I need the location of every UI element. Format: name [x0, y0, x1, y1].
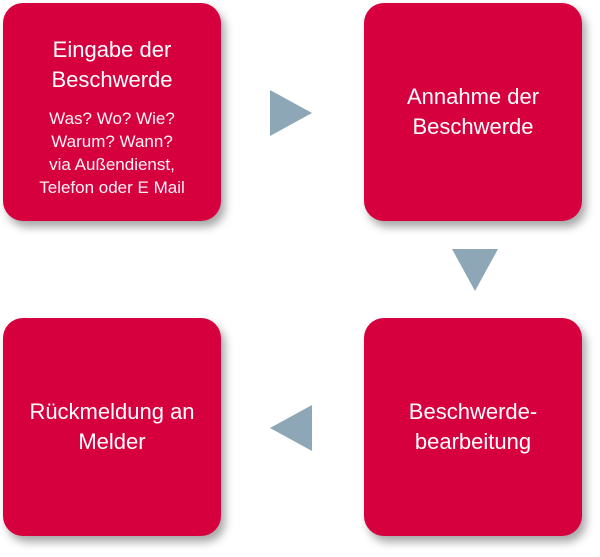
step-3-bearbeitung: Beschwerde- bearbeitung	[364, 318, 582, 536]
step-2-annahme: Annahme der Beschwerde	[364, 3, 582, 221]
step-1-title: Eingabe der Beschwerde	[51, 37, 173, 92]
step-1-description: Was? Wo? Wie? Warum? Wann? via Außendien…	[39, 109, 185, 197]
triangle-right-icon	[270, 90, 312, 136]
step-2-title: Annahme der Beschwerde	[406, 84, 540, 139]
triangle-left-icon	[270, 405, 312, 451]
step-1-eingabe: Eingabe der Beschwerde Was? Wo? Wie? War…	[3, 3, 221, 221]
step-4-title: Rückmeldung an Melder	[29, 399, 195, 454]
step-4-rueckmeldung: Rückmeldung an Melder	[3, 318, 221, 536]
triangle-down-icon	[452, 249, 498, 291]
step-3-title: Beschwerde- bearbeitung	[408, 399, 538, 454]
